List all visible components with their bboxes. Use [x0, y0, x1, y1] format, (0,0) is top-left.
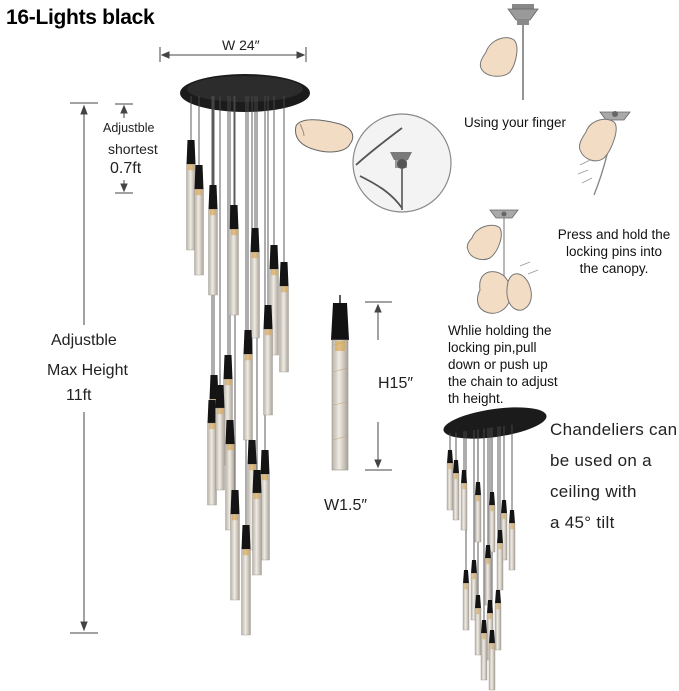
tilt-pendant-12 — [474, 595, 482, 656]
product-title: 16-Lights black — [6, 6, 155, 29]
max-height-label-3: 11ft — [66, 387, 92, 404]
tilt-note-line3: ceiling with — [550, 482, 637, 501]
main-pendant-3 — [208, 185, 218, 296]
pendant-height-dimension — [365, 301, 392, 471]
tilt-note: Chandeliers can be used on a ceiling wit… — [550, 414, 677, 538]
main-pendant-6 — [269, 245, 279, 356]
instruction-2-illustration — [466, 209, 539, 314]
main-pendant-5 — [250, 228, 260, 339]
tilt-pendant-2 — [452, 460, 460, 521]
instruction-step3-line3: down or push up — [448, 357, 548, 372]
shortest-label-1: Adjustble — [103, 121, 155, 135]
tilt-note-line4: a 45° tilt — [550, 513, 615, 532]
max-height-dimension — [70, 102, 98, 634]
tilt-pendant-9 — [484, 545, 492, 606]
main-pendant-7 — [279, 262, 289, 373]
shortest-dimension — [115, 103, 133, 194]
tilt-pendant-16 — [488, 630, 496, 691]
main-pendant-14 — [260, 450, 270, 561]
tilted-chandelier — [443, 407, 547, 691]
main-pendant-4 — [229, 205, 239, 316]
instruction-1b-illustration — [577, 111, 631, 196]
pendant-width-label: W1.5″ — [324, 497, 368, 514]
instruction-1-illustration — [479, 4, 539, 100]
main-chandelier-pendants — [186, 140, 289, 636]
instruction-step2-line2: locking pins into — [565, 244, 663, 259]
tilt-note-line2: be used on a — [550, 451, 652, 470]
tilt-note-line1: Chandeliers can — [550, 420, 678, 439]
main-pendant-2 — [194, 165, 204, 276]
tilt-pendant-15 — [480, 620, 488, 681]
instruction-step2-line1: Press and hold the — [557, 227, 671, 242]
tilt-pendant-1 — [446, 450, 454, 511]
tilt-pendant-8 — [496, 530, 504, 591]
single-pendant-detail — [331, 295, 349, 471]
main-pendant-8 — [263, 305, 273, 416]
main-pendant-16 — [241, 525, 251, 636]
max-height-label-1: Adjustble — [51, 332, 117, 349]
tilt-pendant-11 — [462, 570, 470, 631]
instruction-step2-line3: the canopy. — [579, 261, 649, 276]
finger-illustration — [479, 37, 518, 77]
main-pendant-9 — [243, 330, 253, 441]
tilt-pendant-3 — [460, 470, 468, 531]
shortest-label-3: 0.7ft — [110, 160, 142, 177]
main-pendant-15 — [230, 490, 240, 601]
instruction-step3-line4: the chain to adjust — [448, 374, 558, 389]
tilt-pendant-14 — [494, 590, 502, 651]
instruction-step1: Using your finger — [464, 115, 567, 130]
instruction-step3-line1: Whlie holding the — [448, 323, 552, 338]
tilt-pendant-10 — [470, 560, 478, 621]
finger-on-canopy — [295, 119, 354, 153]
instruction-step3-line5: th height. — [448, 391, 504, 406]
main-pendant-extra-3 — [252, 470, 262, 576]
main-pendant-extra-1 — [207, 400, 217, 506]
tilt-pendant-4 — [474, 482, 482, 543]
shortest-label-2: shortest — [108, 141, 158, 157]
main-pendant-12 — [225, 420, 235, 531]
main-pendant-13 — [247, 440, 257, 551]
instruction-step3-line2: locking pin,pull — [448, 340, 537, 355]
zoom-detail-circle — [352, 113, 452, 213]
instruction-step3: Whlie holding the locking pin,pull down … — [448, 322, 558, 407]
main-pendant-extra-2 — [215, 385, 225, 491]
pendant-height-label: H15″ — [378, 375, 414, 392]
max-height-label-2: Max Height — [47, 362, 128, 379]
width-label: W 24″ — [222, 37, 260, 53]
width-dimension-line — [159, 47, 307, 62]
tilt-pendant-5 — [488, 492, 496, 553]
instruction-step2: Press and hold the locking pins into the… — [549, 226, 679, 277]
tilt-pendant-7 — [508, 510, 516, 571]
main-pendant-1 — [186, 140, 196, 251]
